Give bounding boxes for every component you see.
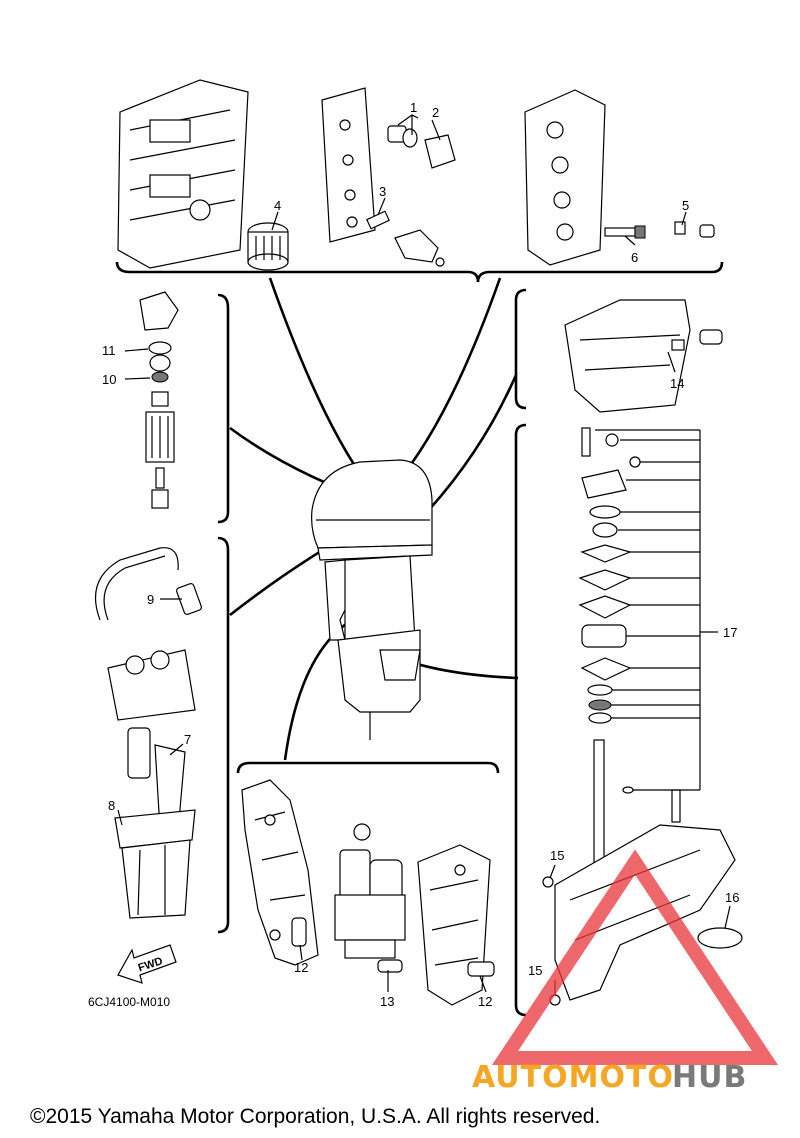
callout-8: 8: [108, 798, 115, 813]
watermark-triangle: [491, 849, 779, 1065]
diagram-code: 6CJ4100-M010: [88, 995, 170, 1009]
thermostat-parts: [366, 125, 456, 267]
watermark-text-hub: HUB: [672, 1060, 747, 1095]
fuel-filter-assembly: [139, 291, 179, 509]
cylinder-plate: [321, 87, 376, 243]
watermark-text-automoto: AUTOMOTO: [472, 1060, 674, 1095]
callout-11: 11: [102, 343, 116, 358]
copyright: ©2015 Yamaha Motor Corporation, U.S.A. A…: [30, 1105, 600, 1128]
callout-2: 2: [432, 105, 439, 120]
callout-1: 1: [410, 100, 417, 115]
spark-plug-parts: [604, 221, 715, 239]
callout-4: 4: [274, 198, 281, 213]
callout-13: 13: [380, 994, 394, 1009]
callout-6: 6: [631, 250, 638, 265]
leader-lines: [117, 114, 731, 995]
callout-3: 3: [379, 184, 386, 199]
callout-7: 7: [184, 732, 191, 747]
callout-5: 5: [682, 198, 689, 213]
trim-tilt-unit: [334, 823, 406, 959]
callout-10: 10: [102, 372, 116, 387]
callout-12-left: 12: [294, 960, 308, 975]
water-pump-parts: [578, 427, 641, 871]
watermark: AUTOMOTO HUB: [472, 849, 779, 1095]
group-brackets: [115, 261, 724, 1017]
callout-9: 9: [147, 592, 154, 607]
callout-15-bottom: 15: [528, 963, 542, 978]
vapor-separator: [94, 547, 203, 919]
callout-labels: 1 2 3 4 5 6 7 8 9 10 11 12 13 12 14 15 1…: [102, 100, 739, 1009]
callout-15-top: 15: [550, 848, 564, 863]
fwd-arrow: FWD: [117, 944, 177, 984]
exhaust-upper-casing: [564, 299, 723, 413]
outboard-motor: [311, 459, 433, 740]
engine-block-left: [117, 79, 249, 269]
lower-unit: [542, 789, 743, 1006]
clamp-bracket-right: [417, 844, 491, 1006]
callout-14: 14: [670, 376, 684, 391]
anodes-12-13: [291, 917, 495, 977]
callout-16: 16: [725, 890, 739, 905]
callout-12-right: 12: [478, 994, 492, 1009]
oil-filter: [247, 222, 289, 271]
callout-17: 17: [723, 625, 737, 640]
cylinder-head-right: [524, 89, 606, 266]
